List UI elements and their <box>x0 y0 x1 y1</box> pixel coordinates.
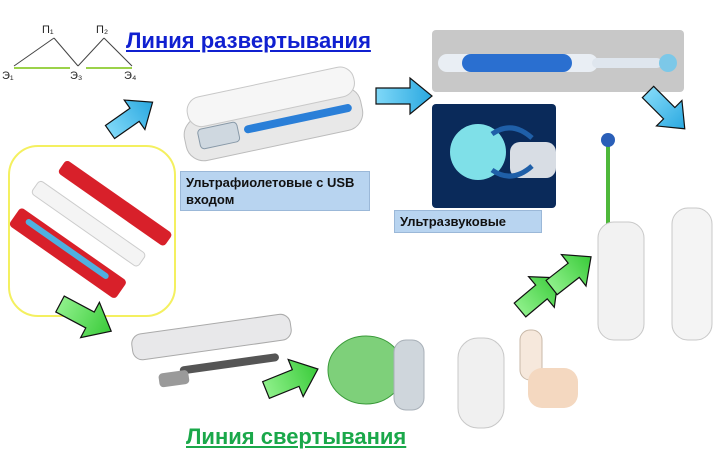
travel-cases-image <box>8 145 176 317</box>
finger-brushes-image <box>450 322 586 434</box>
uv-sterilizer-image <box>172 62 372 172</box>
green-clamshell-image <box>324 320 436 420</box>
node-p1: П₁ <box>42 24 54 36</box>
pe-diagram-lines <box>13 37 133 69</box>
uv-sterilizer-illustration <box>183 66 364 162</box>
folding-toothbrush-image <box>128 312 298 398</box>
travel-cases-illustration <box>9 160 172 298</box>
finger-brushes-illustration <box>457 329 578 429</box>
electric-toothbrush-illustration <box>438 54 677 72</box>
node-e4: Э₄ <box>124 70 137 82</box>
electric-toothbrush-image <box>432 30 684 92</box>
title-folding-line: Линия свертывания <box>186 424 407 449</box>
label-uv-usb: Ультрафиолетовые с USB входом <box>180 171 370 211</box>
pe-diagram: П₁ П₂ Э₁ Э₃ Э₄ <box>0 24 150 86</box>
ultrasonic-brush-illustration <box>450 124 556 180</box>
arrow-blue-cases-to-uv <box>104 99 154 140</box>
title-unfolding-line: Линия развертывания <box>126 28 371 53</box>
node-e3: Э₃ <box>70 70 83 82</box>
green-clamshell-illustration <box>327 335 425 411</box>
label-ultrasonic: Ультразвуковые <box>394 210 542 233</box>
ultrasonic-brush-image <box>432 104 556 208</box>
white-sonic-toothbrush-illustration <box>597 133 713 341</box>
white-sonic-toothbrush-image <box>592 130 722 360</box>
node-e1: Э₁ <box>2 70 14 82</box>
folding-toothbrush-illustration <box>131 313 292 388</box>
node-p2: П₂ <box>96 24 109 36</box>
arrow-green-clamshell-to-finger <box>513 276 559 318</box>
arrow-blue-uv-to-electric <box>375 76 433 116</box>
